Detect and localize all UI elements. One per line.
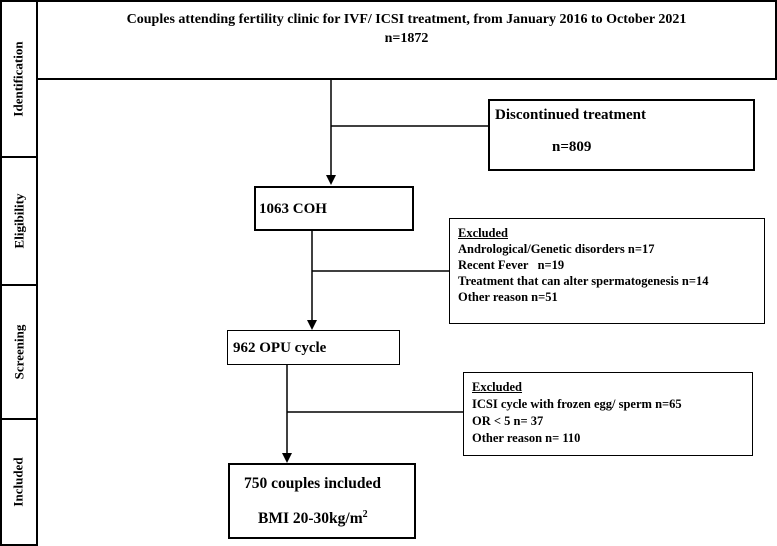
excluded1-item: Other reason n=51: [458, 290, 558, 304]
excluded1-item: Andrological/Genetic disorders n=17: [458, 242, 655, 256]
stage-identification: Identification: [0, 0, 38, 158]
excluded1-box: Excluded Andrological/Genetic disorders …: [449, 218, 765, 324]
included-bmi-sup: 2: [362, 509, 368, 520]
excluded2-item: ICSI cycle with frozen egg/ sperm n=65: [472, 397, 682, 411]
excluded1-title: Excluded: [458, 226, 509, 240]
identification-title: Couples attending fertility clinic for I…: [126, 12, 687, 27]
excluded2-item: Other reason n= 110: [472, 431, 581, 445]
discontinued-count: n=809: [552, 139, 592, 155]
stage-eligibility-label: Eligibility: [11, 193, 26, 249]
identification-box: Couples attending fertility clinic for I…: [36, 0, 777, 80]
stage-included: Included: [0, 418, 38, 546]
stage-screening-label: Screening: [11, 324, 26, 380]
included-bmi-text: BMI 20-30kg/m: [258, 510, 363, 528]
excluded2-item: OR < 5 n= 37: [472, 414, 544, 428]
stage-screening: Screening: [0, 284, 38, 420]
stage-identification-label: Identification: [11, 41, 26, 117]
included-bmi: BMI 20-30kg/m2: [258, 509, 368, 528]
stage-included-label: Included: [11, 457, 27, 507]
coh-box: 1063 COH: [254, 186, 414, 231]
included-box: 750 couples included BMI 20-30kg/m2: [228, 463, 416, 539]
excluded1-item: Recent Fever n=19: [458, 258, 565, 272]
discontinued-label: Discontinued treatment: [495, 107, 646, 123]
excluded1-item: Treatment that can alter spermatogenesis…: [458, 274, 709, 288]
identification-count: n=1872: [384, 31, 429, 46]
included-line1: 750 couples included: [244, 475, 381, 492]
discontinued-box: Discontinued treatment n=809: [488, 99, 755, 171]
excluded2-title: Excluded: [472, 380, 523, 394]
opu-label: 962 OPU cycle: [233, 340, 327, 356]
excluded2-box: Excluded ICSI cycle with frozen egg/ spe…: [463, 372, 753, 456]
coh-label: 1063 COH: [259, 201, 327, 217]
stage-eligibility: Eligibility: [0, 156, 38, 286]
opu-box: 962 OPU cycle: [227, 330, 400, 365]
